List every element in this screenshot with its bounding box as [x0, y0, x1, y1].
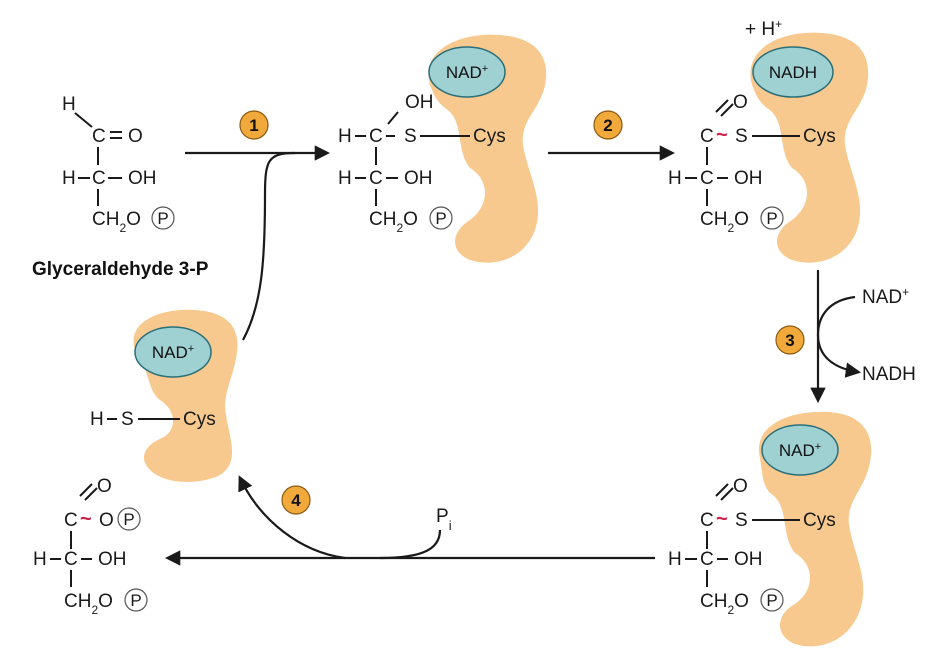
svg-text:P: P — [123, 510, 134, 529]
svg-text:P: P — [435, 209, 446, 228]
svg-text:C: C — [700, 549, 714, 570]
step4-enzyme-curve — [238, 475, 346, 560]
svg-text:C: C — [369, 126, 383, 147]
svg-text:C: C — [64, 549, 78, 570]
svg-text:H: H — [33, 549, 47, 570]
svg-text:Cys: Cys — [803, 510, 836, 531]
svg-text:P: P — [766, 209, 777, 228]
svg-text:~: ~ — [716, 124, 728, 146]
nad-plus-in-label: NAD+ — [862, 285, 909, 308]
thioester-molecule-1: O C ~ S Cys H C OH CH2O P — [668, 92, 836, 235]
svg-text:C: C — [64, 510, 78, 531]
enzyme-return-curve — [242, 151, 296, 341]
bisphosphoglycerate-molecule: O C ~ O P H C OH CH2O P — [33, 476, 148, 617]
svg-text:NAD+: NAD+ — [779, 441, 821, 460]
svg-text:S: S — [404, 126, 417, 147]
svg-text:H: H — [90, 409, 104, 430]
svg-text:CH2O: CH2O — [369, 209, 418, 235]
h-plus-label: + H+ — [745, 17, 782, 40]
svg-text:O: O — [128, 126, 143, 147]
pi-label: Pi — [436, 506, 452, 533]
nad-plus-oval-2: NAD+ — [761, 424, 839, 476]
svg-text:CH2O: CH2O — [700, 591, 749, 617]
svg-text:OH: OH — [734, 168, 763, 189]
nad-nadh-curve — [816, 295, 862, 378]
svg-text:NADH: NADH — [769, 63, 817, 82]
svg-text:P: P — [157, 209, 168, 228]
svg-text:C: C — [92, 126, 106, 147]
svg-text:H: H — [62, 94, 76, 115]
svg-text:OH: OH — [734, 549, 763, 570]
svg-text:OH: OH — [404, 168, 433, 189]
svg-text:H: H — [338, 126, 352, 147]
svg-text:P: P — [130, 591, 141, 610]
nad-plus-oval-3: NAD+ — [134, 326, 212, 378]
nadh-oval: NADH — [752, 46, 834, 98]
svg-text:Cys: Cys — [473, 126, 506, 147]
step-1-badge: 1 — [239, 110, 269, 140]
svg-text:4: 4 — [291, 491, 301, 510]
glyceraldehyde-3p-molecule: H C O H C OH CH2O P — [62, 94, 175, 235]
svg-text:3: 3 — [785, 331, 794, 350]
svg-text:C: C — [700, 168, 714, 189]
svg-text:NAD+: NAD+ — [152, 343, 194, 362]
step-3-badge: 3 — [775, 325, 805, 355]
svg-text:O: O — [99, 510, 114, 531]
svg-text:OH: OH — [98, 549, 127, 570]
svg-text:OH: OH — [405, 92, 434, 113]
svg-text:C: C — [92, 168, 106, 189]
svg-text:NAD+: NAD+ — [446, 63, 488, 82]
svg-text:~: ~ — [716, 508, 728, 530]
step-4-badge: 4 — [281, 485, 311, 515]
step-2-badge: 2 — [593, 110, 623, 140]
glyceraldehyde-3p-label: Glyceraldehyde 3-P — [32, 259, 209, 280]
thioester-molecule-2: O C ~ S Cys H C OH CH2O P — [668, 476, 836, 617]
svg-text:H: H — [338, 168, 352, 189]
svg-text:C: C — [369, 168, 383, 189]
svg-text:H: H — [62, 168, 76, 189]
svg-text:CH2O: CH2O — [92, 209, 141, 235]
free-enzyme-thiol: H S Cys — [90, 409, 216, 430]
svg-text:Cys: Cys — [803, 126, 836, 147]
pi-curve — [379, 529, 442, 560]
svg-text:OH: OH — [128, 168, 157, 189]
svg-text:P: P — [766, 591, 777, 610]
svg-text:O: O — [733, 476, 748, 497]
thiohemiacetal-molecule: OH H C S Cys H C OH CH2O P — [338, 92, 506, 235]
svg-text:O: O — [97, 476, 112, 497]
svg-text:~: ~ — [80, 508, 92, 530]
svg-text:Cys: Cys — [183, 409, 216, 430]
svg-text:C: C — [700, 510, 714, 531]
svg-text:CH2O: CH2O — [64, 591, 113, 617]
svg-text:CH2O: CH2O — [700, 209, 749, 235]
svg-text:S: S — [735, 126, 748, 147]
svg-text:C: C — [700, 126, 714, 147]
svg-text:2: 2 — [603, 116, 612, 135]
svg-text:O: O — [733, 92, 748, 113]
svg-text:H: H — [668, 168, 682, 189]
svg-text:S: S — [735, 510, 748, 531]
svg-text:S: S — [121, 409, 134, 430]
svg-text:1: 1 — [249, 116, 258, 135]
svg-text:H: H — [668, 549, 682, 570]
nad-plus-oval-1: NAD+ — [428, 46, 506, 98]
nadh-out-label: NADH — [862, 364, 916, 385]
